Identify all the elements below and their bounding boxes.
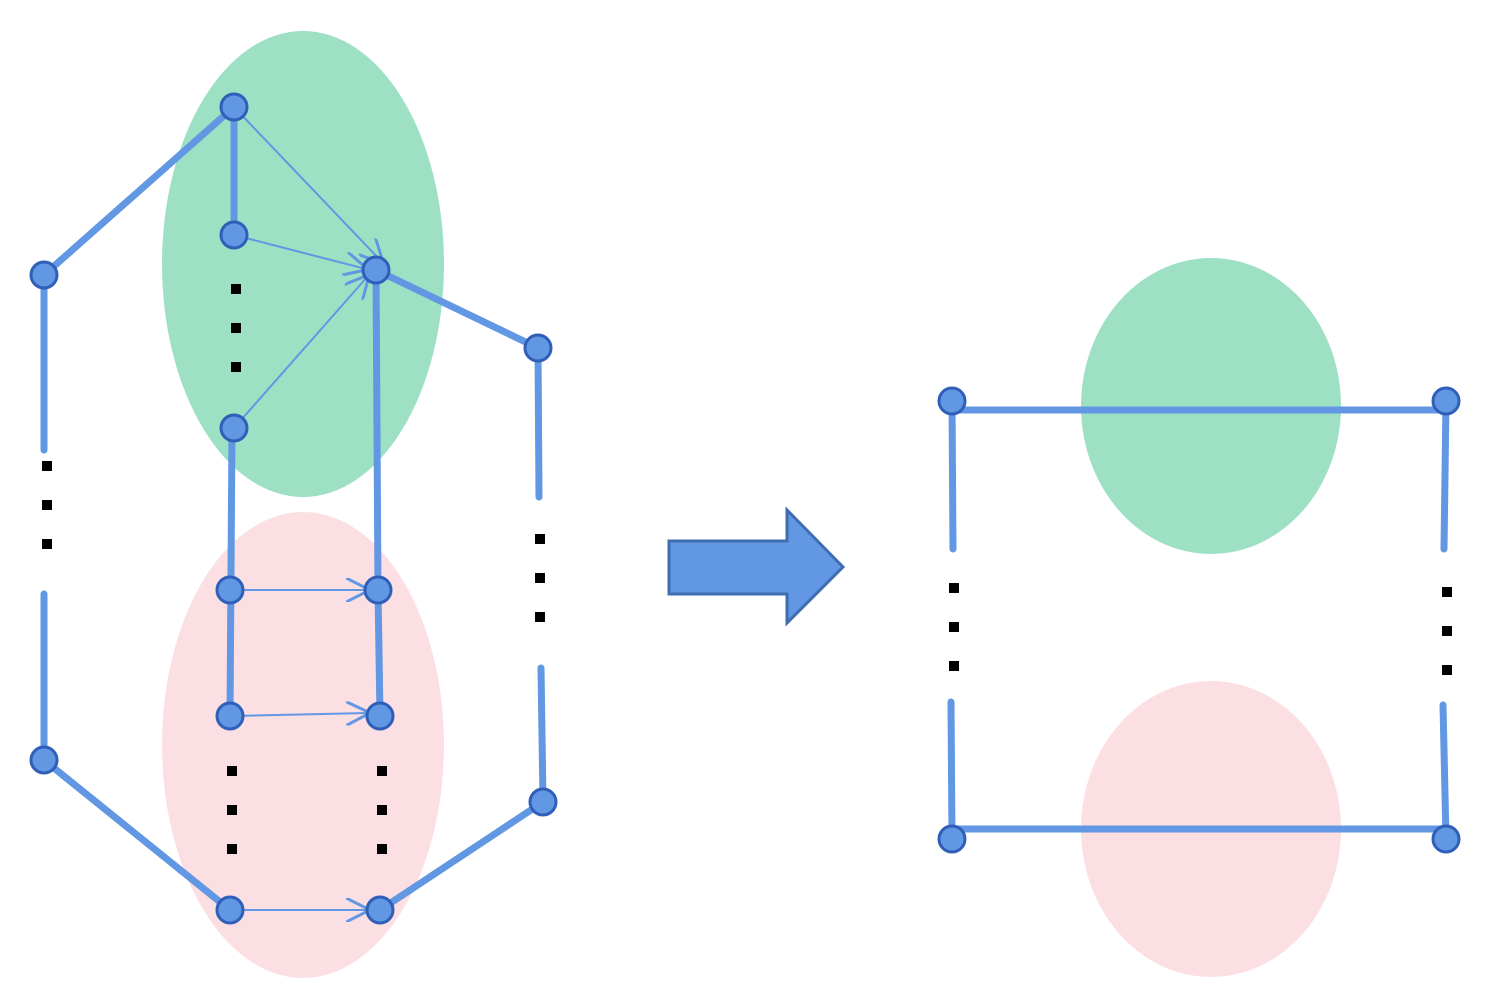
edge [372,266,382,594]
node [215,895,245,925]
node [215,701,245,731]
node [361,255,391,285]
edge [947,698,956,843]
directed-edge [233,276,368,429]
node [363,575,393,605]
region-layer [1081,258,1341,977]
right-arrow-icon [667,506,846,627]
vertical-ellipsis [227,766,237,854]
node [1431,824,1461,854]
node-layer [937,386,1461,854]
node [1431,386,1461,416]
right-panel [937,258,1461,977]
region-layer [162,31,444,978]
node [219,220,249,250]
edge [40,103,238,279]
directed-edge [233,234,366,269]
vertical-ellipsis [1442,587,1452,675]
directed-edge [233,106,382,262]
node [365,895,395,925]
edge [537,664,547,806]
edge [1439,701,1450,843]
thick-edge-layer [40,103,547,914]
directed-edge-layer [229,106,382,910]
node [29,260,59,290]
vertical-ellipsis [231,284,241,372]
vertical-ellipsis [42,461,52,549]
left-panel [29,31,558,978]
green-region-right [1081,258,1341,554]
edge [534,344,543,501]
edge [40,756,234,914]
vertical-ellipsis [377,766,387,854]
pink-region-left [162,512,444,978]
node [219,92,249,122]
green-region-left [162,31,444,497]
node [528,787,558,817]
vertical-ellipsis [535,534,545,622]
thick-edge-layer [947,397,1450,843]
edge [374,586,384,720]
node [937,386,967,416]
edge [226,424,236,720]
ellipsis-layer [42,284,545,854]
node [219,413,249,443]
edge [376,798,547,914]
node-layer [29,92,558,925]
node [937,824,967,854]
ellipsis-layer [949,583,1452,675]
node [215,575,245,605]
node [365,701,395,731]
edge [1440,397,1450,553]
edge [948,397,957,553]
node [523,333,553,363]
node [29,745,59,775]
directed-edge [229,713,368,716]
vertical-ellipsis [949,583,959,671]
edge [372,266,542,352]
